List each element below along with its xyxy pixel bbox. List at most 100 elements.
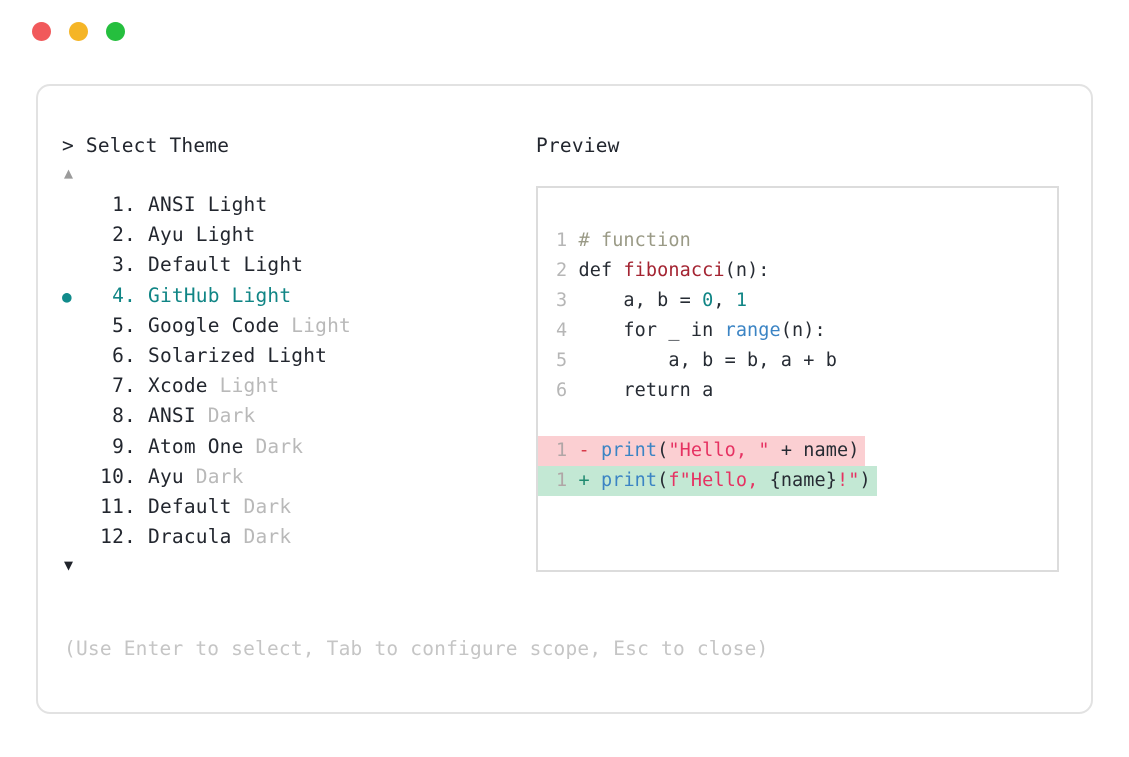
theme-list-item[interactable]: 5.Google Code Light [62, 311, 532, 341]
code-token: (n): [724, 260, 770, 281]
theme-item-number: 4. [112, 283, 136, 307]
theme-selector-column: > Select Theme ▲ 1.ANSI Light 2.Ayu Ligh… [62, 132, 532, 578]
code-token: print [600, 440, 658, 461]
theme-item-variant: Light [219, 374, 280, 398]
diff-added-line: 1 + print(f"Hello, {name}!") [538, 466, 877, 496]
keyboard-hint: (Use Enter to select, Tab to configure s… [64, 637, 769, 660]
theme-item-variant: Light [267, 343, 328, 367]
theme-list-item[interactable]: 9. Atom One Dark [62, 432, 532, 462]
theme-item-number: 11. [100, 494, 136, 518]
code-token: fibonacci [623, 260, 725, 281]
theme-list-item[interactable]: 1. ANSI Light [62, 190, 532, 220]
theme-item-number: 3. [112, 253, 136, 277]
diff-minus-sign-icon: - [578, 440, 601, 461]
code-token: range [724, 320, 781, 341]
theme-list-item[interactable]: ●4.GitHub Light [62, 281, 532, 311]
theme-list-item[interactable]: 12.Dracula Dark [62, 522, 532, 552]
theme-item-name: Google Code [148, 313, 292, 337]
selection-bullet-placeholder [62, 221, 90, 251]
selection-bullet-placeholder [62, 251, 90, 281]
theme-list-item[interactable]: 3. Default Light [62, 250, 532, 280]
code-token: 1 [735, 290, 748, 311]
selection-bullet-icon: ● [62, 286, 72, 306]
selection-bullet-placeholder [62, 493, 90, 523]
theme-list-item[interactable]: 11.Default Dark [62, 492, 532, 522]
theme-item-number: 8. [112, 404, 136, 428]
code-line-number: 5 [556, 350, 579, 371]
code-token: ( [657, 440, 669, 461]
theme-list-item[interactable]: 6.Solarized Light [62, 341, 532, 371]
theme-item-number: 2. [112, 223, 136, 247]
theme-item-name: ANSI [148, 193, 208, 216]
theme-item-name: Ayu [148, 223, 196, 247]
selection-bullet-placeholder [62, 191, 90, 221]
close-button-icon[interactable] [32, 21, 51, 41]
code-line-number: 6 [556, 380, 579, 401]
selection-bullet-placeholder [62, 402, 90, 432]
theme-item-variant: Light [231, 283, 292, 307]
code-token: return a [578, 380, 714, 401]
theme-item-variant: Light [207, 193, 268, 216]
code-token: for _ in [578, 320, 725, 341]
code-token: # function [578, 230, 691, 251]
theme-item-name: Atom One [148, 434, 256, 458]
code-line: 1 # function [538, 226, 1057, 256]
theme-list[interactable]: 1. ANSI Light 2. Ayu Light 3. Default Light… [62, 190, 532, 552]
theme-item-number: 9. [112, 434, 136, 458]
code-token: !" [837, 470, 860, 491]
code-line-number: 2 [556, 260, 579, 281]
theme-list-item[interactable]: 2.Ayu Light [62, 220, 532, 250]
code-line-number: 3 [556, 290, 579, 311]
theme-item-number: 1. [112, 193, 136, 216]
theme-item-variant: Dark [255, 434, 304, 458]
theme-item-name: Default [148, 494, 244, 518]
theme-item-name: Dracula [148, 525, 244, 549]
code-token: ( [657, 470, 669, 491]
theme-item-number: 6. [112, 343, 136, 367]
traffic-lights [32, 21, 125, 41]
code-token: a, b = b, a + b [578, 350, 837, 371]
diff-line-number: 1 [556, 440, 579, 461]
diff-line-wrapper: 1 + print(f"Hello, {name}!") [538, 466, 1057, 496]
theme-list-item[interactable]: 10.Ayu Dark [62, 462, 532, 492]
theme-item-variant: Light [291, 313, 351, 337]
theme-list-item[interactable]: 7.Xcode Light [62, 371, 532, 401]
code-line-number: 1 [556, 230, 579, 251]
theme-item-name: Ayu [148, 464, 196, 488]
diff-line-number: 1 [556, 470, 579, 491]
minimize-button-icon[interactable] [69, 21, 88, 41]
scroll-up-arrow-icon[interactable]: ▲ [64, 164, 74, 182]
diff-plus-sign-icon: + [578, 470, 601, 491]
diff-block: 1 - print("Hello, " + name)1 + print(f"H… [538, 436, 1057, 496]
code-token: ) [859, 470, 871, 491]
theme-item-variant: Light [243, 253, 304, 277]
code-line-number: 4 [556, 320, 579, 341]
code-line: 6 return a [538, 376, 1057, 406]
theme-item-variant: Dark [195, 464, 244, 488]
maximize-button-icon[interactable] [106, 21, 125, 41]
code-token: , [713, 290, 736, 311]
theme-item-variant: Dark [207, 404, 256, 428]
selection-bullet-placeholder [62, 463, 90, 493]
code-token: f"Hello, [668, 470, 770, 491]
code-token: {name} [769, 470, 838, 491]
code-token: + name) [769, 440, 860, 461]
selection-bullet-placeholder [62, 433, 90, 463]
selection-bullet-placeholder [62, 523, 90, 553]
theme-list-item[interactable]: 8. ANSI Dark [62, 401, 532, 431]
window-titlebar [0, 0, 1129, 62]
theme-item-variant: Dark [243, 525, 292, 549]
code-token: print [600, 470, 658, 491]
diff-removed-line: 1 - print("Hello, " + name) [538, 436, 866, 466]
code-line: 2 def fibonacci(n): [538, 256, 1057, 286]
code-line: 3 a, b = 0, 1 [538, 286, 1057, 316]
theme-item-name: ANSI [148, 404, 208, 428]
theme-item-number: 7. [112, 374, 136, 398]
scroll-down-arrow-icon[interactable]: ▼ [64, 556, 74, 575]
theme-selector-card: > Select Theme ▲ 1.ANSI Light 2.Ayu Ligh… [36, 84, 1093, 714]
code-line: 5 a, b = b, a + b [538, 346, 1057, 376]
theme-item-name: Default [148, 253, 244, 277]
